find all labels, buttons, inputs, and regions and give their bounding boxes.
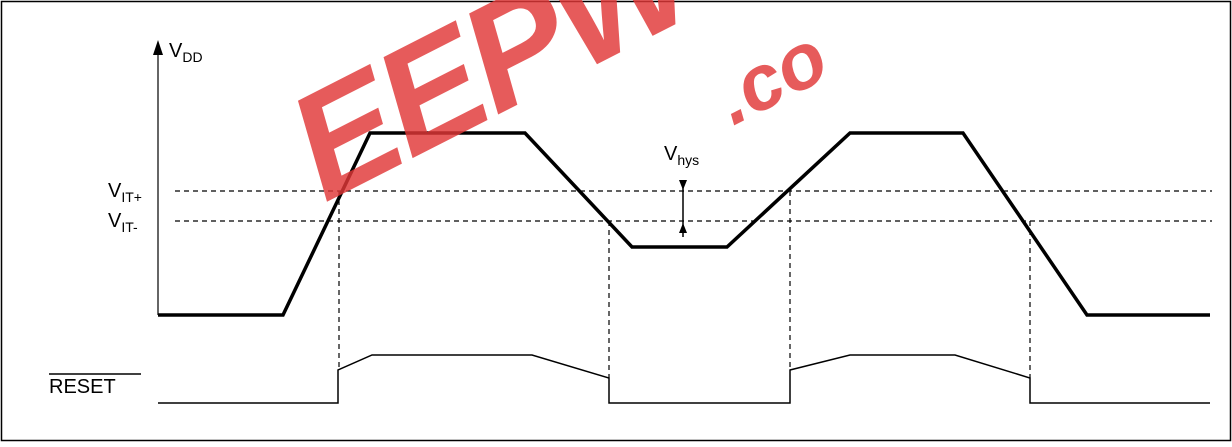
- reset-label: RESET: [49, 376, 116, 398]
- reset-waveform: [158, 354, 1210, 404]
- vdd-waveform: [158, 131, 1210, 317]
- vit-minus-label: VIT-: [108, 210, 138, 235]
- vhys-label: Vhys: [664, 143, 700, 168]
- vdd-label: VDD: [169, 40, 203, 65]
- vhys-arrow-down: [679, 180, 687, 190]
- vdd-axis-arrow: [153, 40, 163, 55]
- vit-plus-label: VIT+: [108, 180, 142, 205]
- vhys-arrow-up: [679, 223, 687, 233]
